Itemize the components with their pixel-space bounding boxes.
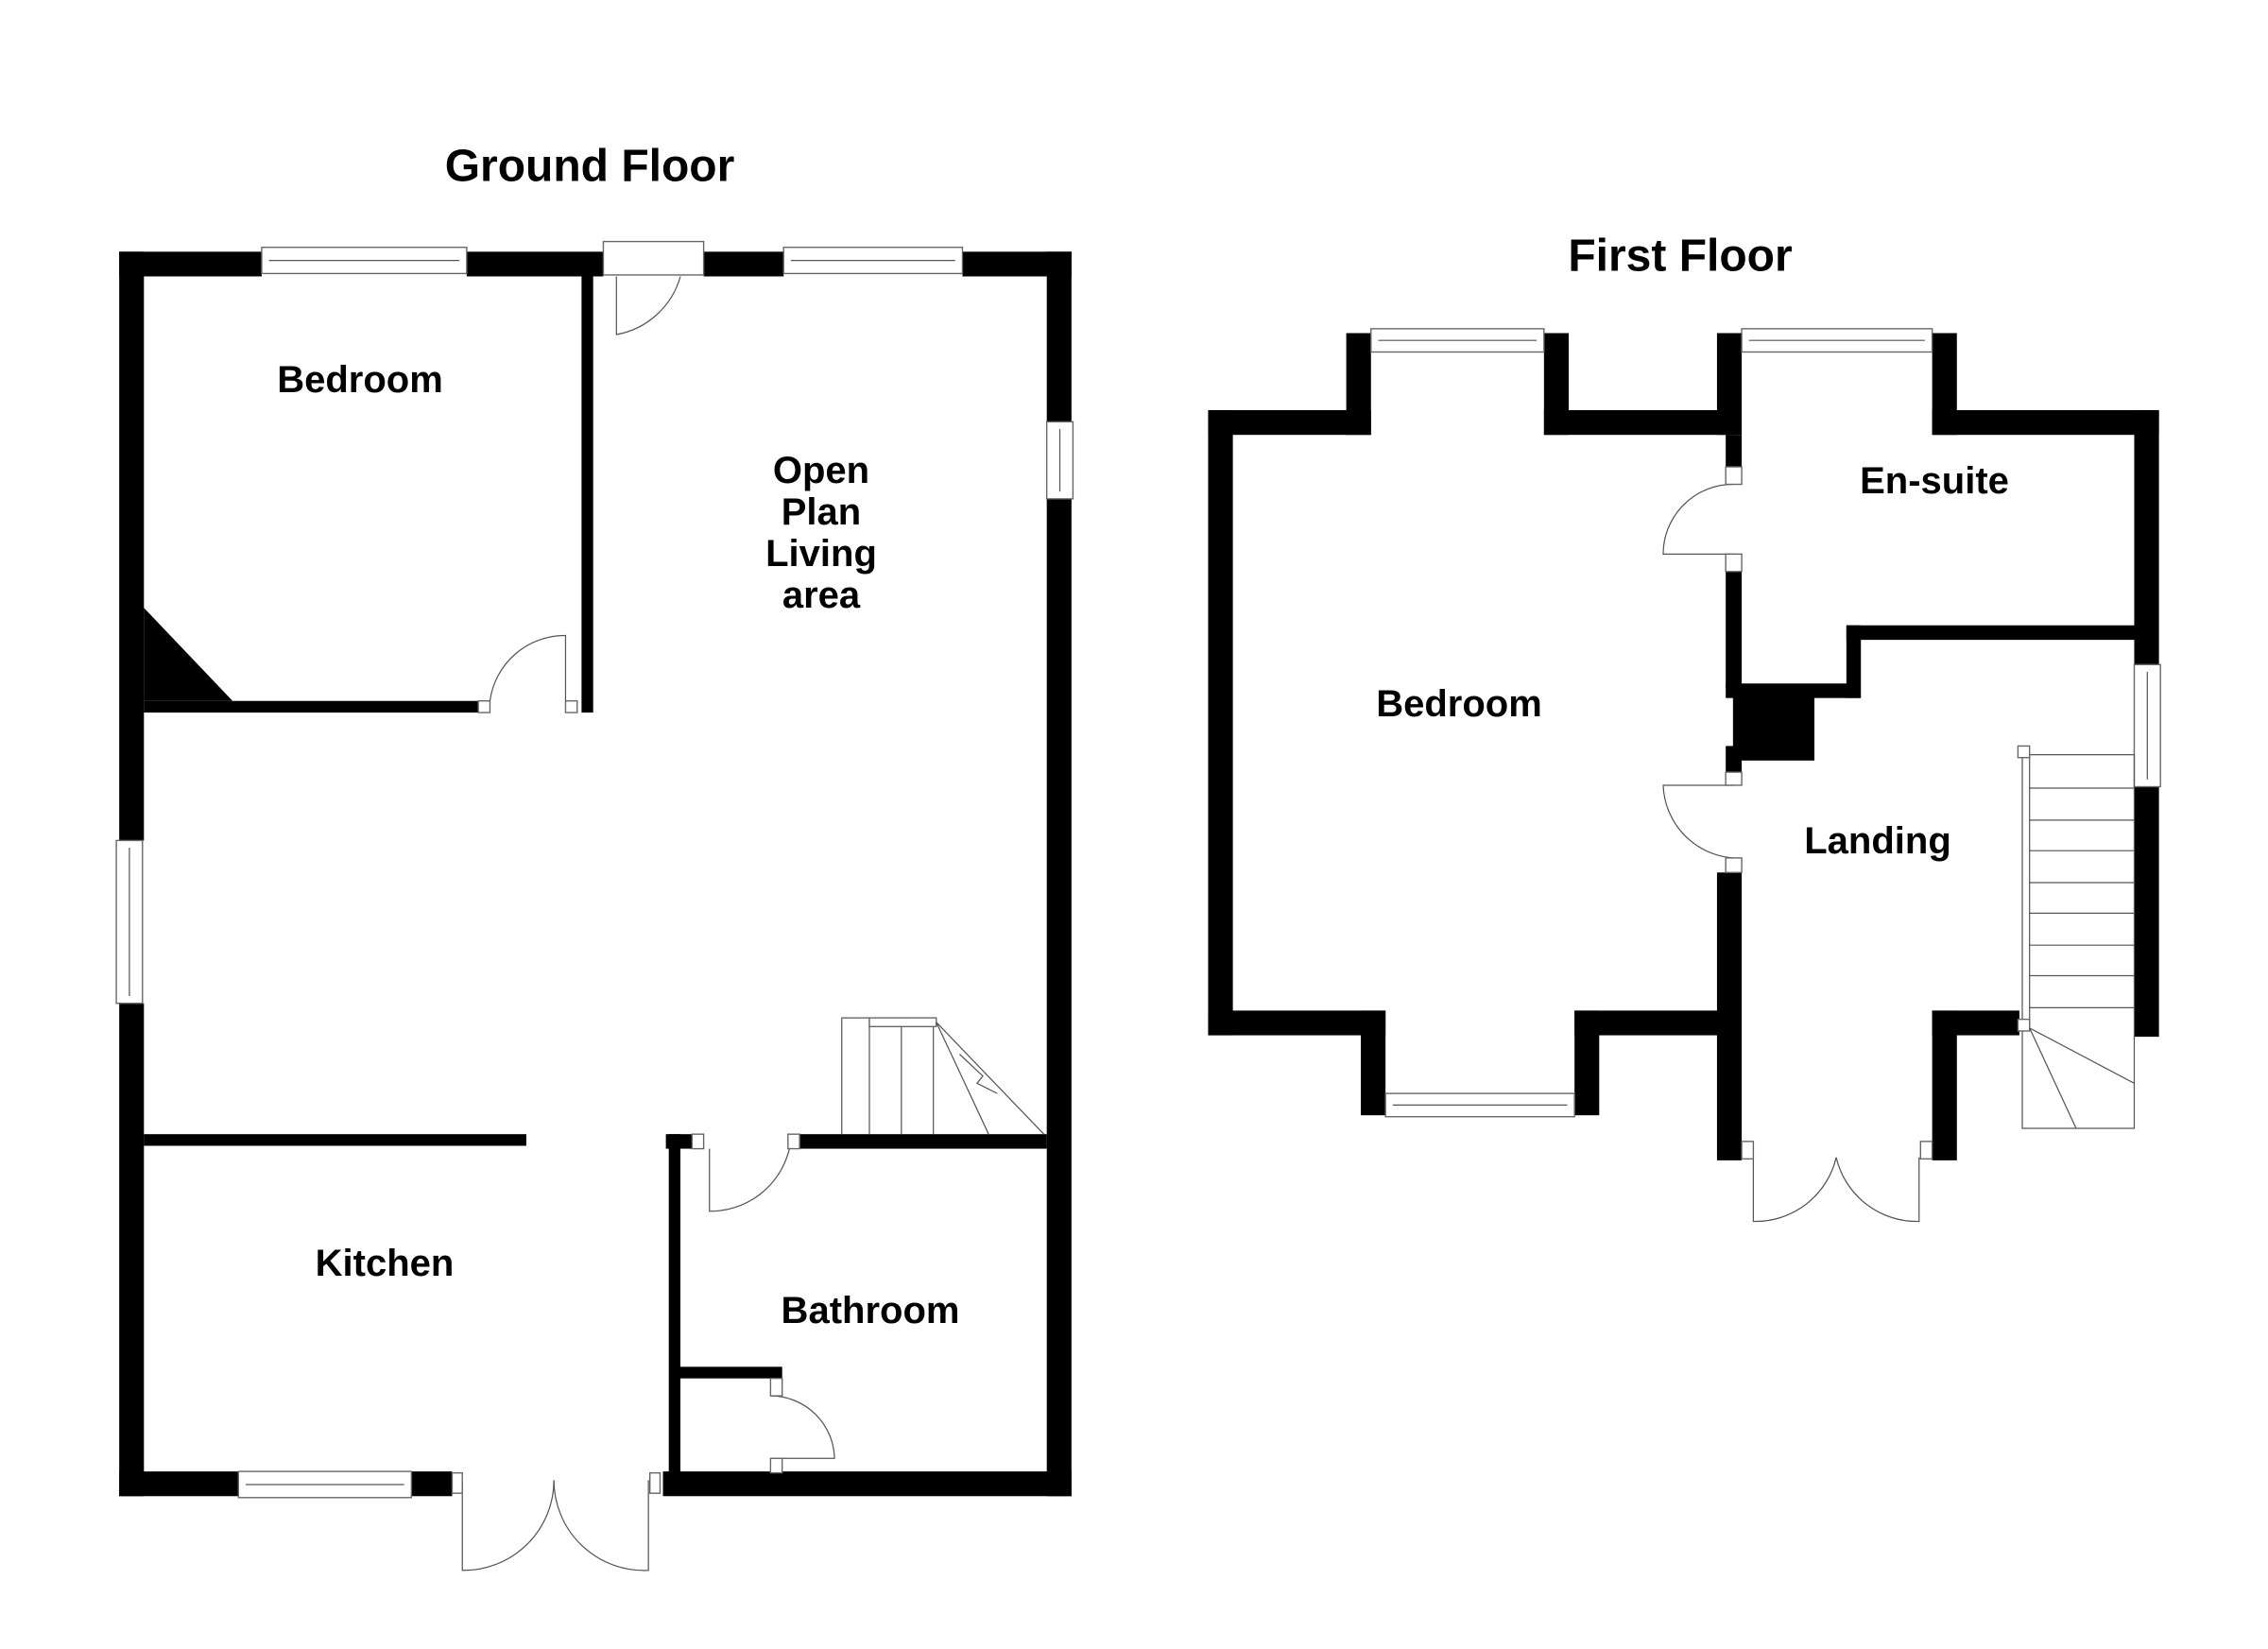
kitchen-label: Kitchen bbox=[315, 1243, 455, 1284]
living-label-line-3: Living bbox=[765, 533, 877, 575]
ensuite-label: En-suite bbox=[1860, 460, 2009, 502]
living-label-line-2: Plan bbox=[781, 491, 862, 533]
living-label-line-4: area bbox=[782, 575, 861, 616]
first-bedroom-label: Bedroom bbox=[1376, 683, 1542, 725]
bathroom-label: Bathroom bbox=[781, 1290, 960, 1331]
living-area-label: Open Plan Living area bbox=[765, 450, 877, 616]
ground-floor-title: Ground Floor bbox=[444, 141, 735, 192]
first-floor-title: First Floor bbox=[1568, 231, 1793, 282]
first-floor-plan bbox=[1208, 328, 2161, 1223]
ground-bedroom-label: Bedroom bbox=[277, 359, 443, 401]
ground-floor-plan bbox=[115, 240, 1074, 1572]
living-label-line-1: Open bbox=[772, 450, 870, 491]
landing-label: Landing bbox=[1804, 820, 1951, 862]
